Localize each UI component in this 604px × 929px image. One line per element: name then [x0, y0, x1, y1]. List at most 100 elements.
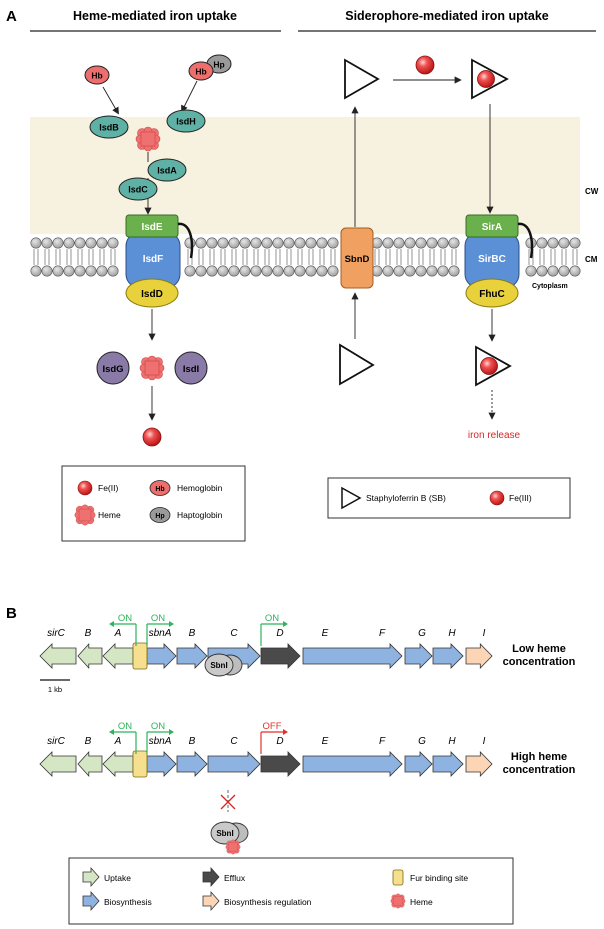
sbnd-exporter: SbnD: [340, 227, 374, 289]
arrow-hb-isdb: [102, 86, 119, 115]
isde-label: IsdE: [141, 222, 162, 233]
lipid-head: [217, 237, 229, 249]
gene-label: B: [189, 736, 196, 747]
lipid-head: [415, 265, 427, 277]
isdd-label: IsdD: [141, 289, 163, 300]
gene-label: C: [230, 628, 238, 639]
sb-triangle-cytoplasm: [339, 343, 375, 386]
svg-text:IsdA: IsdA: [157, 166, 177, 176]
lipid-head: [41, 237, 53, 249]
lipid-head: [558, 237, 570, 249]
isdf-label: IsdF: [143, 254, 164, 265]
legend-sb-label: Staphyloferrin B (SB): [366, 493, 446, 503]
gene-arrow: [102, 643, 134, 669]
lipid-head: [283, 237, 295, 249]
gene-arrow: [404, 751, 433, 777]
svg-text:Hb: Hb: [91, 71, 102, 81]
promoter-label: ON: [151, 721, 165, 732]
lipid-head: [426, 265, 438, 277]
fur-binding-site: [132, 642, 148, 670]
lipid-head: [404, 265, 416, 277]
lipid-head: [250, 237, 262, 249]
sira-label: SirA: [482, 222, 503, 233]
lipid-head: [536, 237, 548, 249]
gene-label: B: [85, 736, 92, 747]
legend-siderophore: Staphyloferrin B (SB) Fe(III): [327, 477, 571, 519]
lipid-head: [250, 265, 262, 277]
lipid-head: [382, 265, 394, 277]
legend-uptake-icon: [82, 866, 100, 888]
isdh-protein: IsdH: [166, 109, 206, 133]
cm-label: CM: [585, 255, 598, 264]
legend-fur-icon: [392, 869, 404, 886]
promoter-label: ON: [118, 721, 132, 732]
legend-fur-label: Fur binding site: [410, 873, 468, 883]
gene-arrow: [260, 751, 301, 777]
lipid-head: [448, 237, 460, 249]
lipid-head: [228, 237, 240, 249]
legend-fe2-icon: [77, 480, 93, 496]
lipid-head: [206, 265, 218, 277]
lipid-head: [305, 265, 317, 277]
lipid-head: [393, 237, 405, 249]
legend-fe2-label: Fe(II): [98, 483, 118, 493]
hemoglobin-right: Hb: [188, 61, 214, 81]
gene-label: G: [418, 736, 426, 747]
gene-arrow: [465, 751, 493, 777]
promoter-label: ON: [151, 613, 165, 624]
svg-text:IsdH: IsdH: [176, 117, 196, 127]
lipid-head: [437, 265, 449, 277]
lipid-head: [239, 265, 251, 277]
arrow-hb-isdh: [181, 80, 198, 113]
hemoglobin-left: Hb: [84, 65, 110, 85]
fhuc-label: FhuC: [479, 289, 505, 300]
legend-regulation-icon: [202, 890, 220, 912]
scale-bar-label: 1 kb: [48, 685, 62, 694]
gene-label: E: [322, 736, 329, 747]
cytoplasm-label: Cytoplasm: [532, 283, 568, 290]
high-heme-label-1: High heme: [511, 751, 567, 763]
gene-arrow: [260, 643, 301, 669]
gene-label: H: [448, 736, 456, 747]
heme-uptake-title: Heme-mediated iron uptake: [73, 9, 237, 23]
svg-text:SbnI: SbnI: [216, 829, 233, 838]
gene-arrow: [77, 750, 103, 778]
gene-label: B: [189, 628, 196, 639]
isdi-protein: IsdI: [174, 351, 208, 385]
lipid-head: [52, 265, 64, 277]
gene-label: sirC: [47, 628, 66, 639]
isdc-protein: IsdC: [118, 177, 158, 201]
gene-label: I: [483, 736, 486, 747]
lipid-head: [569, 237, 581, 249]
legend-heme-label-b: Heme: [410, 897, 433, 907]
gene-arrow: [39, 643, 77, 669]
gene-label: B: [85, 628, 92, 639]
lipid-head: [558, 265, 570, 277]
lipid-head: [195, 265, 207, 277]
lipid-head: [283, 265, 295, 277]
legend-heme-uptake: Fe(II) Heme Hb Hemoglobin Hp Haptoglobin: [61, 465, 246, 542]
promoter-arrowhead: [283, 729, 288, 735]
isdefd-transporter: IsdD IsdF IsdE: [125, 214, 194, 308]
membrane-bilayer: [30, 237, 581, 277]
lipid-head: [184, 237, 196, 249]
heme-molecule-cytoplasm: [139, 355, 165, 381]
promoter-label: ON: [118, 613, 132, 624]
lipid-head: [30, 237, 42, 249]
gene-label: E: [322, 628, 329, 639]
lipid-head: [404, 237, 416, 249]
lipid-head: [547, 265, 559, 277]
legend-biosynthesis-icon: [82, 890, 100, 912]
fur-binding-site: [132, 750, 148, 778]
sbni-bound-row1: SbnI: [204, 653, 243, 677]
legend-heme-label: Heme: [98, 510, 121, 520]
lipid-head: [448, 265, 460, 277]
legend-operon: Uptake Biosynthesis Efflux Biosynthesis …: [68, 857, 514, 925]
fe2-ion: [142, 427, 162, 447]
legend-efflux-icon: [202, 866, 220, 888]
sb-triangle-export: [344, 58, 380, 100]
isdb-protein: IsdB: [89, 115, 129, 139]
lipid-head: [96, 265, 108, 277]
svg-text:IsdG: IsdG: [102, 364, 123, 375]
